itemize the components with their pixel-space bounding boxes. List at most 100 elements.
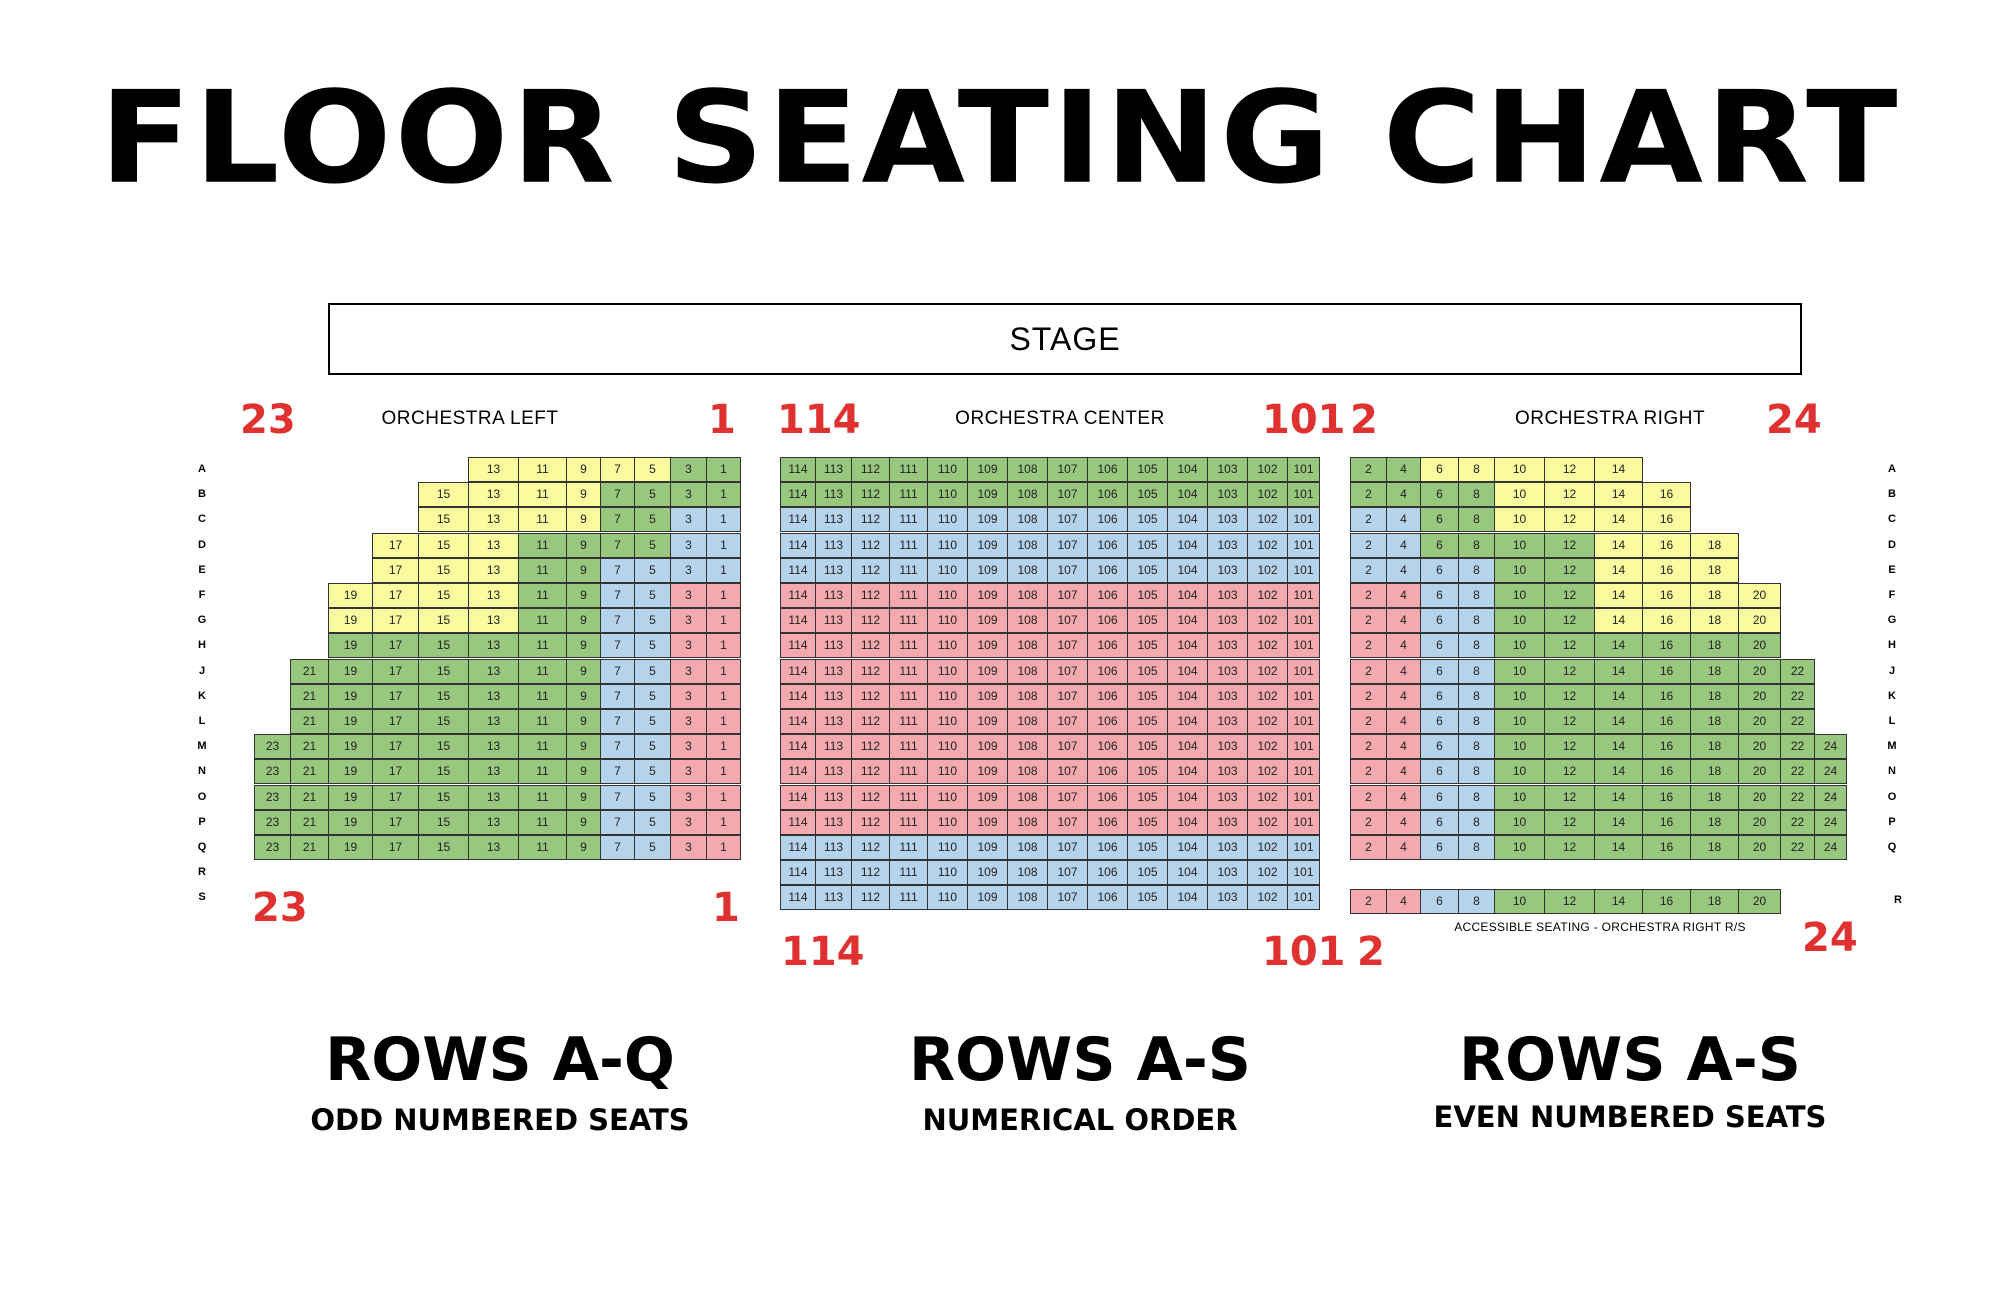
seat-center-E-107[interactable]: 107 bbox=[1047, 557, 1088, 583]
seat-center-S-103[interactable]: 103 bbox=[1207, 885, 1248, 911]
seat-right-F-4[interactable]: 4 bbox=[1386, 583, 1421, 608]
seat-center-R-107[interactable]: 107 bbox=[1047, 860, 1088, 886]
seat-right-B-8[interactable]: 8 bbox=[1458, 482, 1495, 508]
seat-left-P-21[interactable]: 21 bbox=[290, 809, 329, 835]
seat-left-K-5[interactable]: 5 bbox=[634, 683, 671, 709]
seat-left-K-1[interactable]: 1 bbox=[706, 683, 741, 709]
seat-left-A-7[interactable]: 7 bbox=[600, 457, 635, 482]
seat-center-J-103[interactable]: 103 bbox=[1207, 658, 1248, 684]
seat-left-Q-5[interactable]: 5 bbox=[634, 835, 671, 860]
seat-center-R-111[interactable]: 111 bbox=[889, 860, 928, 886]
seat-center-F-103[interactable]: 103 bbox=[1207, 583, 1248, 608]
seat-center-H-105[interactable]: 105 bbox=[1127, 633, 1168, 659]
seat-center-N-112[interactable]: 112 bbox=[851, 759, 890, 785]
seat-right-N-2[interactable]: 2 bbox=[1350, 759, 1387, 785]
seat-right-K-12[interactable]: 12 bbox=[1544, 683, 1595, 709]
seat-center-E-113[interactable]: 113 bbox=[815, 557, 852, 583]
seat-center-A-103[interactable]: 103 bbox=[1207, 457, 1248, 482]
seat-center-D-111[interactable]: 111 bbox=[889, 532, 928, 558]
seat-right-A-6[interactable]: 6 bbox=[1420, 457, 1459, 482]
seat-right-B-16[interactable]: 16 bbox=[1642, 482, 1691, 508]
seat-right-L-20[interactable]: 20 bbox=[1738, 709, 1781, 734]
seat-right-C-14[interactable]: 14 bbox=[1594, 507, 1643, 533]
seat-center-Q-101[interactable]: 101 bbox=[1287, 835, 1320, 860]
seat-center-L-105[interactable]: 105 bbox=[1127, 709, 1168, 734]
seat-center-B-104[interactable]: 104 bbox=[1167, 482, 1208, 508]
seat-left-L-13[interactable]: 13 bbox=[468, 709, 519, 734]
seat-center-E-108[interactable]: 108 bbox=[1007, 557, 1048, 583]
seat-center-E-112[interactable]: 112 bbox=[851, 557, 890, 583]
seat-right-A-2[interactable]: 2 bbox=[1350, 457, 1387, 482]
seat-left-G-19[interactable]: 19 bbox=[328, 608, 373, 634]
seat-accessible-R-20[interactable]: 20 bbox=[1738, 889, 1781, 914]
seat-center-C-103[interactable]: 103 bbox=[1207, 507, 1248, 533]
seat-center-L-106[interactable]: 106 bbox=[1087, 709, 1128, 734]
seat-center-L-110[interactable]: 110 bbox=[927, 709, 968, 734]
seat-center-Q-103[interactable]: 103 bbox=[1207, 835, 1248, 860]
seat-right-P-14[interactable]: 14 bbox=[1594, 809, 1643, 835]
seat-left-C-3[interactable]: 3 bbox=[670, 507, 707, 533]
seat-right-P-12[interactable]: 12 bbox=[1544, 809, 1595, 835]
seat-center-N-111[interactable]: 111 bbox=[889, 759, 928, 785]
seat-right-B-2[interactable]: 2 bbox=[1350, 482, 1387, 508]
seat-center-C-111[interactable]: 111 bbox=[889, 507, 928, 533]
seat-right-G-8[interactable]: 8 bbox=[1458, 608, 1495, 634]
seat-right-Q-6[interactable]: 6 bbox=[1420, 835, 1459, 860]
seat-center-F-107[interactable]: 107 bbox=[1047, 583, 1088, 608]
seat-center-D-103[interactable]: 103 bbox=[1207, 532, 1248, 558]
seat-center-G-105[interactable]: 105 bbox=[1127, 608, 1168, 634]
seat-center-H-109[interactable]: 109 bbox=[967, 633, 1008, 659]
seat-left-O-5[interactable]: 5 bbox=[634, 784, 671, 810]
seat-left-F-11[interactable]: 11 bbox=[518, 583, 567, 608]
seat-center-Q-106[interactable]: 106 bbox=[1087, 835, 1128, 860]
seat-center-J-107[interactable]: 107 bbox=[1047, 658, 1088, 684]
seat-center-G-106[interactable]: 106 bbox=[1087, 608, 1128, 634]
seat-right-Q-22[interactable]: 22 bbox=[1780, 835, 1815, 860]
seat-left-J-1[interactable]: 1 bbox=[706, 658, 741, 684]
seat-right-B-6[interactable]: 6 bbox=[1420, 482, 1459, 508]
seat-center-O-113[interactable]: 113 bbox=[815, 784, 852, 810]
seat-left-O-9[interactable]: 9 bbox=[566, 784, 601, 810]
seat-left-Q-17[interactable]: 17 bbox=[372, 835, 419, 860]
seat-center-B-106[interactable]: 106 bbox=[1087, 482, 1128, 508]
seat-center-K-112[interactable]: 112 bbox=[851, 683, 890, 709]
seat-center-E-110[interactable]: 110 bbox=[927, 557, 968, 583]
seat-right-H-16[interactable]: 16 bbox=[1642, 633, 1691, 659]
seat-left-K-9[interactable]: 9 bbox=[566, 683, 601, 709]
seat-right-O-8[interactable]: 8 bbox=[1458, 784, 1495, 810]
seat-center-A-104[interactable]: 104 bbox=[1167, 457, 1208, 482]
seat-left-L-19[interactable]: 19 bbox=[328, 709, 373, 734]
seat-left-O-21[interactable]: 21 bbox=[290, 784, 329, 810]
seat-accessible-R-18[interactable]: 18 bbox=[1690, 889, 1739, 914]
seat-left-E-5[interactable]: 5 bbox=[634, 557, 671, 583]
seat-right-D-16[interactable]: 16 bbox=[1642, 532, 1691, 558]
seat-right-F-18[interactable]: 18 bbox=[1690, 583, 1739, 608]
seat-right-G-16[interactable]: 16 bbox=[1642, 608, 1691, 634]
seat-right-Q-4[interactable]: 4 bbox=[1386, 835, 1421, 860]
seat-left-J-19[interactable]: 19 bbox=[328, 658, 373, 684]
seat-center-F-110[interactable]: 110 bbox=[927, 583, 968, 608]
seat-center-M-104[interactable]: 104 bbox=[1167, 734, 1208, 760]
seat-right-G-20[interactable]: 20 bbox=[1738, 608, 1781, 634]
seat-center-N-103[interactable]: 103 bbox=[1207, 759, 1248, 785]
seat-center-M-102[interactable]: 102 bbox=[1247, 734, 1288, 760]
seat-center-O-107[interactable]: 107 bbox=[1047, 784, 1088, 810]
seat-center-H-111[interactable]: 111 bbox=[889, 633, 928, 659]
seat-right-F-16[interactable]: 16 bbox=[1642, 583, 1691, 608]
seat-accessible-R-8[interactable]: 8 bbox=[1458, 889, 1495, 914]
seat-left-F-1[interactable]: 1 bbox=[706, 583, 741, 608]
seat-right-E-8[interactable]: 8 bbox=[1458, 557, 1495, 583]
seat-right-G-14[interactable]: 14 bbox=[1594, 608, 1643, 634]
seat-left-N-13[interactable]: 13 bbox=[468, 759, 519, 785]
seat-right-O-10[interactable]: 10 bbox=[1494, 784, 1545, 810]
seat-left-P-19[interactable]: 19 bbox=[328, 809, 373, 835]
seat-right-O-20[interactable]: 20 bbox=[1738, 784, 1781, 810]
seat-left-M-1[interactable]: 1 bbox=[706, 734, 741, 760]
seat-right-P-4[interactable]: 4 bbox=[1386, 809, 1421, 835]
seat-right-K-8[interactable]: 8 bbox=[1458, 683, 1495, 709]
seat-left-M-9[interactable]: 9 bbox=[566, 734, 601, 760]
seat-right-J-14[interactable]: 14 bbox=[1594, 658, 1643, 684]
seat-left-H-1[interactable]: 1 bbox=[706, 633, 741, 659]
seat-right-P-6[interactable]: 6 bbox=[1420, 809, 1459, 835]
seat-left-M-15[interactable]: 15 bbox=[418, 734, 469, 760]
